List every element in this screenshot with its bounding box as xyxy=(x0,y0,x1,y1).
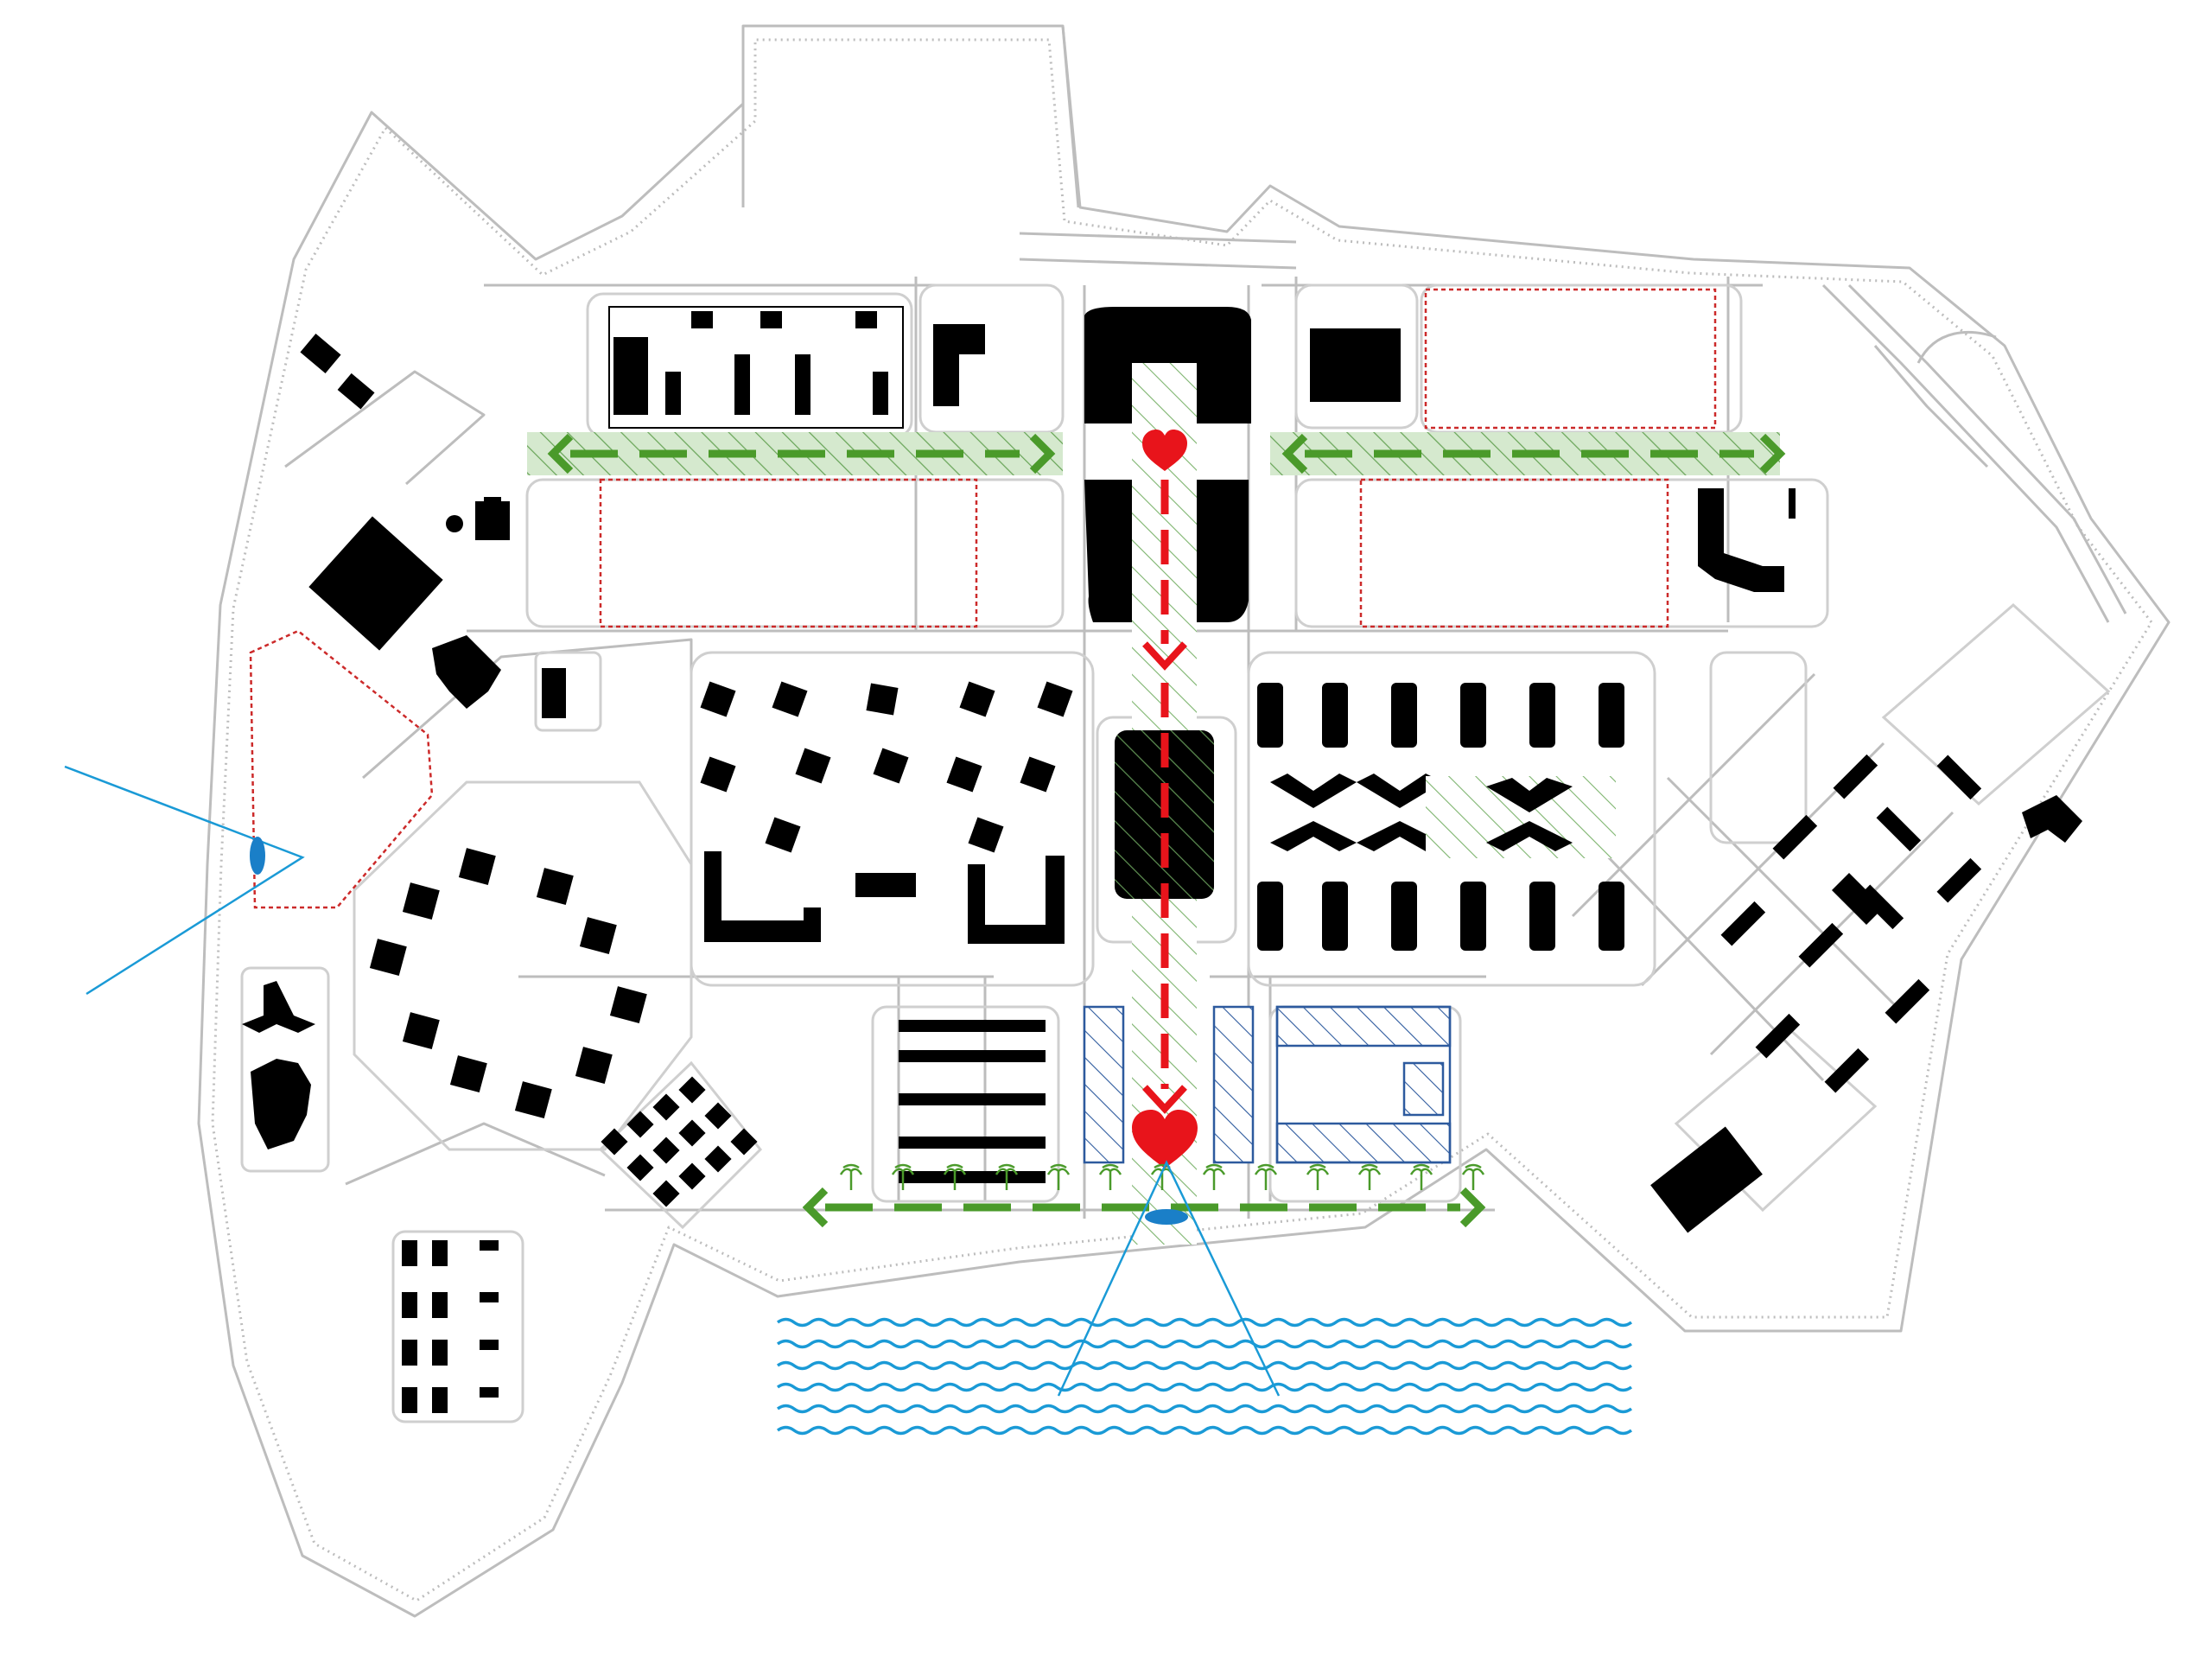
arrow-down-icon xyxy=(1142,641,1187,671)
water-wave xyxy=(776,1360,1633,1371)
arrow-right-icon xyxy=(1459,1187,1486,1228)
housing-grid-sw xyxy=(601,1076,758,1207)
tower-cluster-east xyxy=(1257,683,1624,951)
palm-tree-icon xyxy=(1254,1163,1278,1190)
eye-icon xyxy=(250,837,265,875)
heart-icon xyxy=(1132,1110,1198,1168)
south-waterfront-green-axis xyxy=(802,1187,1486,1228)
eye-icon xyxy=(1145,1209,1188,1225)
green-hatched-zone xyxy=(1426,776,1616,858)
arrow-left-icon xyxy=(1281,433,1308,474)
central-red-axis xyxy=(1142,480,1187,1114)
arrow-right-icon xyxy=(1029,433,1056,474)
development-plot-borders xyxy=(249,288,1717,909)
palm-tree-icon xyxy=(943,1163,967,1190)
water-waves xyxy=(776,1317,1633,1436)
buildings xyxy=(242,306,2082,1413)
tower-cluster-west xyxy=(700,681,1073,944)
arrow-left-icon xyxy=(802,1187,829,1228)
north-west-green-axis xyxy=(527,432,1063,475)
water-wave xyxy=(776,1404,1633,1414)
water-wave xyxy=(776,1382,1633,1392)
palm-tree-icon xyxy=(1461,1163,1485,1190)
north-housing-block xyxy=(608,306,904,429)
diagonal-bars-se xyxy=(1720,754,2082,1093)
palm-tree-icon xyxy=(891,1163,915,1190)
palm-tree-row xyxy=(839,1163,1485,1190)
water-wave xyxy=(776,1425,1633,1436)
palm-tree-icon xyxy=(1409,1163,1433,1190)
palm-tree-icon xyxy=(1098,1163,1122,1190)
housing-columns-sw xyxy=(402,1240,499,1413)
arrow-down-icon xyxy=(1142,1085,1187,1114)
housing-rows-south xyxy=(899,1020,1046,1183)
view-cone-south xyxy=(1057,1160,1281,1397)
palm-tree-icon xyxy=(1202,1163,1226,1190)
palm-tree-icon xyxy=(839,1163,863,1190)
tower-ring xyxy=(369,848,647,1119)
palm-tree-icon xyxy=(995,1163,1019,1190)
heart-icon xyxy=(1142,430,1187,471)
palm-tree-icon xyxy=(1306,1163,1330,1190)
palm-tree-icon xyxy=(1357,1163,1382,1190)
north-east-green-axis xyxy=(1270,432,1786,475)
arrow-left-icon xyxy=(547,433,574,474)
arrow-right-icon xyxy=(1759,433,1786,474)
blue-hatched-zones xyxy=(1083,1005,1452,1164)
water-wave xyxy=(776,1317,1633,1328)
water-wave xyxy=(776,1339,1633,1349)
view-cone-west xyxy=(64,765,305,996)
palm-tree-icon xyxy=(1046,1163,1071,1190)
